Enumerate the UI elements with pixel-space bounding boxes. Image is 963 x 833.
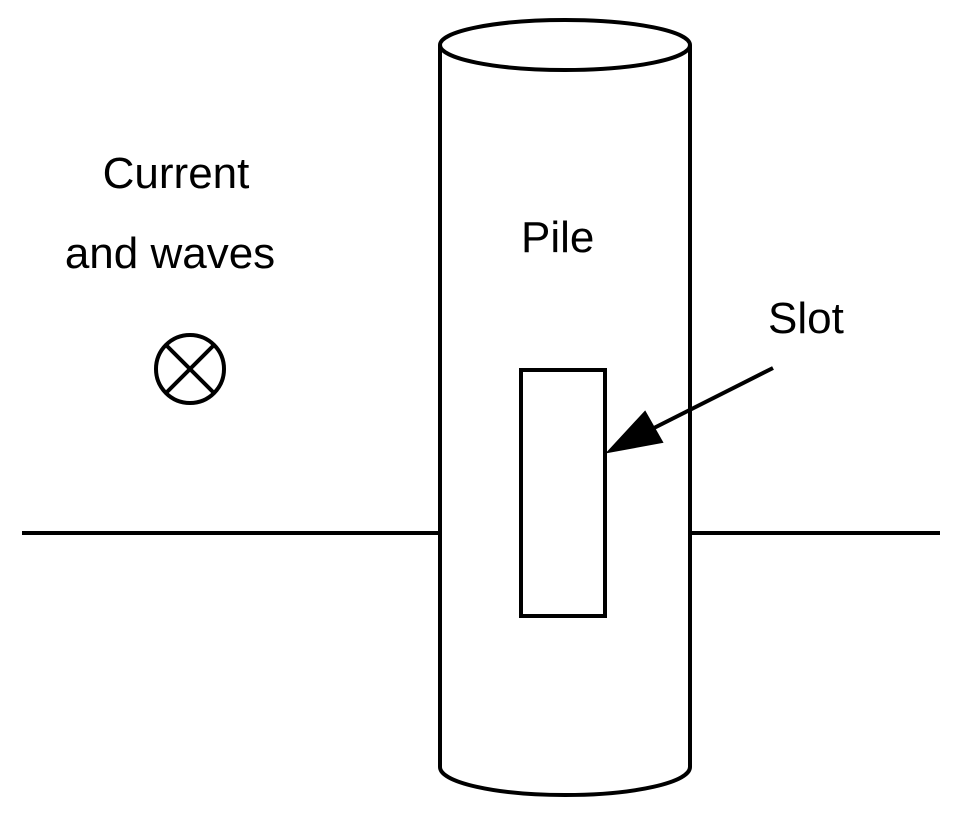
into-page-cross-circle-icon [154,333,226,405]
flow-label-line2: and waves [65,229,275,278]
slot-label: Slot [768,294,844,343]
slot-arrow [605,366,774,454]
pile-top-ellipse [438,18,692,72]
pile-cylinder [438,18,692,797]
pile-label: Pile [521,213,594,262]
slot-rectangle [519,368,607,618]
slot-arrow-shaft [649,366,774,432]
flow-label-line1: Current [103,149,250,198]
pile-bottom-edge [438,766,692,797]
slot-arrow-head [605,410,664,454]
